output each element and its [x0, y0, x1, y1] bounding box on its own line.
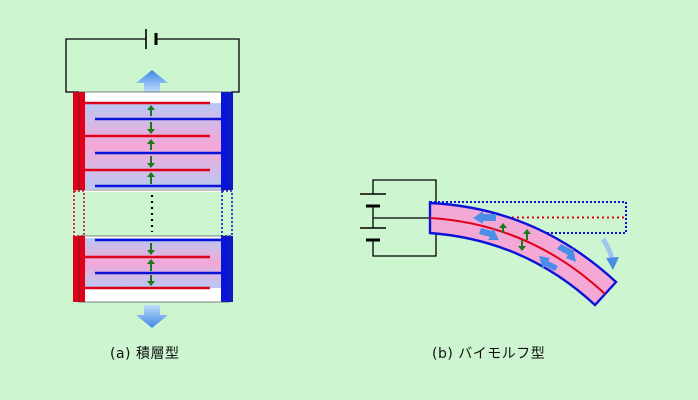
negative-electrode [221, 236, 233, 302]
polarization-arrows-bottom [147, 243, 155, 286]
strain-arrow-icon [473, 211, 496, 224]
expansion-up-arrow-icon [136, 70, 168, 92]
stack-bottom-block [73, 235, 233, 303]
strain-arrow-icon [539, 256, 558, 271]
bimorph-actuator [360, 179, 627, 307]
strain-arrow-icon [479, 228, 499, 240]
stack-top-block [73, 91, 233, 192]
expansion-down-arrow-icon [136, 305, 168, 328]
stack-gap [73, 190, 233, 237]
strain-arrow-icon [557, 244, 576, 262]
caption-stacked: (a) 積層型 [110, 346, 180, 362]
polarization-arrows-top [147, 105, 155, 184]
stacked-actuator [65, 29, 240, 328]
bimorph-polarization-arrows [499, 223, 531, 251]
strain-arrows [473, 211, 576, 271]
stacked-circuit [65, 29, 240, 93]
deflection-arrow-icon [600, 237, 619, 270]
bimorph-circuit [360, 179, 437, 257]
negative-electrode [221, 92, 233, 190]
bimorph-bent-beam [428, 201, 618, 307]
caption-bimorph: (b) バイモルフ型 [432, 346, 546, 362]
